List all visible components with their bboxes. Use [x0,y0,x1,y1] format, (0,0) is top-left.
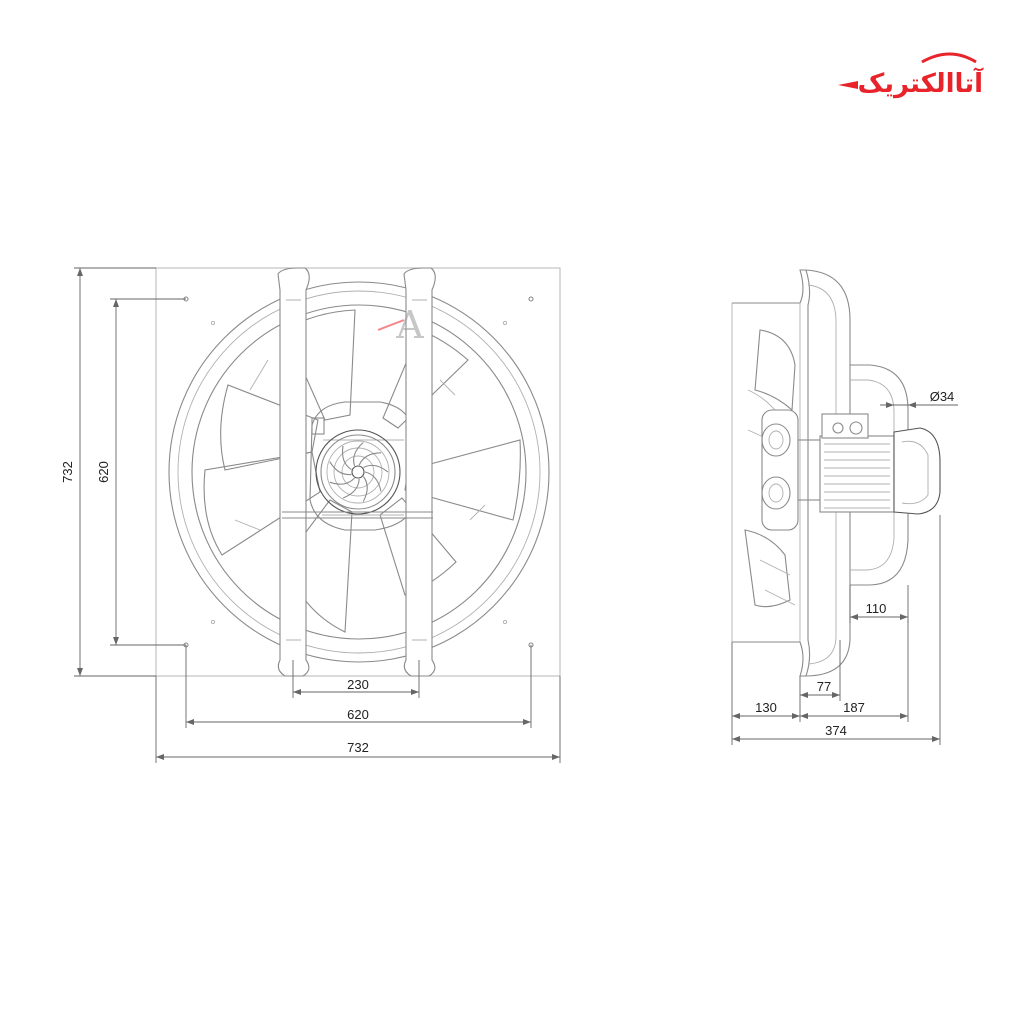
motor-fan-guard [320,434,396,510]
motor-fan-spoke [358,452,382,466]
motor-body-side [819,435,895,513]
logo-swoosh [838,81,858,89]
motor-cooling-fins [824,443,890,509]
hub-boss [761,476,791,510]
watermark-letter: A [395,303,424,347]
hub-boss [761,423,791,457]
motor-fan-spoke [353,442,364,467]
side-plate-profile [732,269,811,677]
side-blade-edge [759,559,796,606]
hole [502,320,508,326]
watermark: A [377,303,424,347]
dim-label-height-holes: 620 [96,461,111,483]
motor-fan-ring [333,447,383,497]
front-view: A [155,267,561,677]
side-blade [754,329,796,412]
dim-label-110: 110 [866,601,887,616]
fan-blade [220,384,319,471]
motor-fins [322,439,404,516]
logo-text: آتاالکتریک [858,67,984,99]
motor-fan-spoke [362,476,368,502]
dim-label-width-rails: 230 [347,677,369,692]
motor-fan-spoke [363,464,389,473]
motor-fan-spoke [364,471,382,492]
motor-fan-guard-outer [315,429,401,515]
hub-boss-inner [768,483,784,503]
hole [210,320,216,326]
fan-blades [203,309,521,633]
motor-fan-ring [341,455,375,489]
hub-boss-inner [768,430,784,450]
logo-arc [921,52,977,64]
impeller-ring [191,304,527,640]
motor-housing [309,401,417,531]
mounting-holes [183,296,534,648]
motor-fan-spoke [329,477,355,485]
dim-label-diameter: Ø34 [930,389,955,404]
dim-label-height-outer: 732 [60,461,75,483]
rail-crossbar [282,511,433,519]
mounting-rail-left [277,267,310,677]
front-dimensions: 732 620 230 620 732 [60,267,561,763]
dim-arrows [800,692,840,698]
side-blade [744,529,791,608]
motor-fan-cover [893,427,941,515]
fan-blade [404,439,521,521]
side-motor [819,413,941,515]
dim-arrows [886,402,916,408]
watermark-swoosh [377,319,405,331]
cable-gland [849,421,863,435]
motor-fan-spoke [342,478,360,499]
hole [210,619,216,625]
cable-gland [832,422,844,434]
dim-label-width-outer: 732 [347,740,369,755]
brand-logo: آتاالکتریک [838,52,984,99]
mounting-rail-right [403,267,436,677]
motor-fan-spoke [342,445,352,471]
hole [528,296,534,302]
terminal-box [311,417,325,435]
side-view [731,269,941,677]
motor-fan-ring [326,440,390,504]
venturi-inner-ring [177,290,541,654]
dim-label-187: 187 [843,700,865,715]
motor-fan-spokes [329,442,389,502]
dim-label-77: 77 [817,679,831,694]
fan-blade [203,451,321,556]
side-dimensions: Ø34 110 77 130 187 374 [731,389,958,745]
rail-marks [286,299,427,641]
hole [502,619,508,625]
motor-flange [797,439,821,501]
venturi-outer-ring [168,281,550,663]
motor-fan-spoke [329,461,352,476]
front-plate [155,267,561,677]
dim-label-130: 130 [755,700,777,715]
terminal-box-side [821,413,869,439]
dim-label-width-holes: 620 [347,707,369,722]
mounting-rails [277,267,436,677]
blade-edges [234,359,486,531]
side-rail-outer [804,269,851,677]
side-hub [761,409,821,531]
dim-label-374: 374 [825,723,847,738]
fan-cover-inner [901,440,929,505]
motor-hub [351,465,365,479]
